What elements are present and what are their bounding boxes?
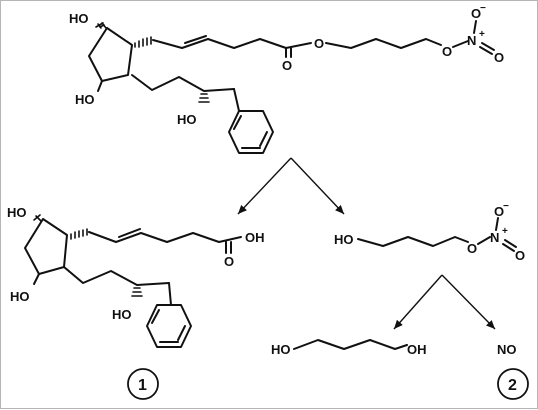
diol-ho-left: HO (271, 342, 291, 357)
acid-phenyl-inner-bond-2 (177, 325, 186, 341)
acid-phenyl-ring (146, 304, 192, 348)
compound-2-number: 2 (508, 377, 517, 394)
acid-ho-bottom: HO (10, 289, 30, 304)
parent-ester-o: O (314, 36, 324, 51)
nitrooxybutanol-o: O (467, 241, 477, 256)
compound-1-circle (127, 368, 159, 400)
nitrooxybutanol-n-double-o-bond-b (502, 243, 515, 252)
upper-chain (152, 38, 287, 49)
parent-nitrate-ester: HO HO O O O N + O − O HO (69, 3, 504, 154)
acid-ho-bottom-bond (33, 273, 40, 285)
n-o-minus-bond (473, 20, 477, 34)
acid-phenyl-inner-bond-1 (151, 309, 160, 324)
product-1-acid: HO HO O OH HO (7, 205, 265, 348)
nitrooxybutanol-o-n-bond (477, 236, 491, 245)
acid-carbonyl-o: O (224, 254, 234, 269)
compound-label-2: 2 (497, 368, 529, 400)
compound-label-1: 1 (127, 368, 159, 400)
acid-ho-top-hashed-bond (33, 214, 42, 222)
lower-ho-hashed-bond (198, 93, 210, 103)
parent-phenyl-link (233, 88, 240, 112)
acid-cis-double-bond (118, 228, 141, 238)
arrow-to-nitrate-alcohol (290, 157, 345, 215)
o-n-bond (452, 40, 469, 48)
butyl-chain (325, 38, 442, 49)
diol-oh-right: OH (407, 342, 427, 357)
acid-ho-side: HO (112, 307, 132, 322)
parent-nitrate-o2: O (494, 50, 504, 65)
nitrooxybutanol-n-double-o-bond-a (504, 239, 517, 248)
n-double-o-bond-b (479, 46, 493, 55)
ho-top-bond (101, 22, 107, 29)
parent-n-plus: + (479, 29, 485, 40)
parent-o-minus-sign: − (480, 3, 486, 14)
acid-ho-top: HO (7, 205, 27, 220)
nitrooxybutanol-n-plus: + (502, 226, 508, 237)
compound-2-circle (497, 368, 529, 400)
diol-chain (293, 339, 408, 350)
parent-phenyl-inner-bond-2 (259, 131, 268, 147)
n-double-o-bond-a (481, 42, 495, 51)
ester-bond (285, 42, 312, 49)
parent-nitrate-o: O (442, 44, 452, 59)
parent-carbonyl-o: O (282, 58, 292, 73)
lower-chain (131, 74, 235, 92)
ring-bonds (88, 27, 133, 82)
parent-phenyl-inner-bond-1 (233, 115, 242, 130)
nitrooxybutanol-o-minus-sign: − (503, 201, 509, 212)
parent-nitrate-n: N (467, 33, 476, 48)
acid-ring-bonds (24, 218, 68, 275)
hydrolysis-arrows (237, 157, 345, 215)
nitrooxybutanol: HO O N + O − O (334, 201, 525, 263)
upper-chain-hashed-bond (134, 36, 152, 48)
nitrooxybutanol-o-minus: O (494, 204, 504, 219)
ho-bottom-bond (97, 80, 103, 92)
acid-upper-hashed-bond (70, 228, 88, 240)
nitrooxybutanol-chain (357, 236, 469, 247)
parent-phenyl-ring (228, 110, 274, 154)
nitrooxybutanol-n: N (490, 230, 499, 245)
parent-ho-side: HO (177, 112, 197, 127)
nitrooxybutanol-o2: O (515, 248, 525, 263)
butanediol: HO OH (271, 339, 427, 357)
nitrooxybutanol-n-o-minus-bond (495, 217, 499, 231)
arrow-to-diol (393, 274, 443, 330)
acid-phenyl-link (168, 282, 172, 306)
decomposition-arrows (393, 274, 496, 330)
parent-ho-bottom: HO (75, 92, 95, 107)
acid-lower-ho-hashed-bond (131, 287, 143, 297)
cis-double-bond (184, 35, 207, 44)
arrow-to-acid (237, 157, 292, 215)
arrow-to-no (441, 274, 496, 330)
compound-1-number: 1 (138, 377, 147, 394)
acid-upper-chain (88, 231, 242, 243)
acid-lower-chain (63, 266, 170, 286)
parent-o-minus: O (471, 6, 481, 21)
nitric-oxide: NO (497, 342, 517, 357)
nitrooxybutanol-ho: HO (334, 232, 354, 247)
acid-oh: OH (245, 230, 265, 245)
parent-ho-top: HO (69, 11, 89, 26)
